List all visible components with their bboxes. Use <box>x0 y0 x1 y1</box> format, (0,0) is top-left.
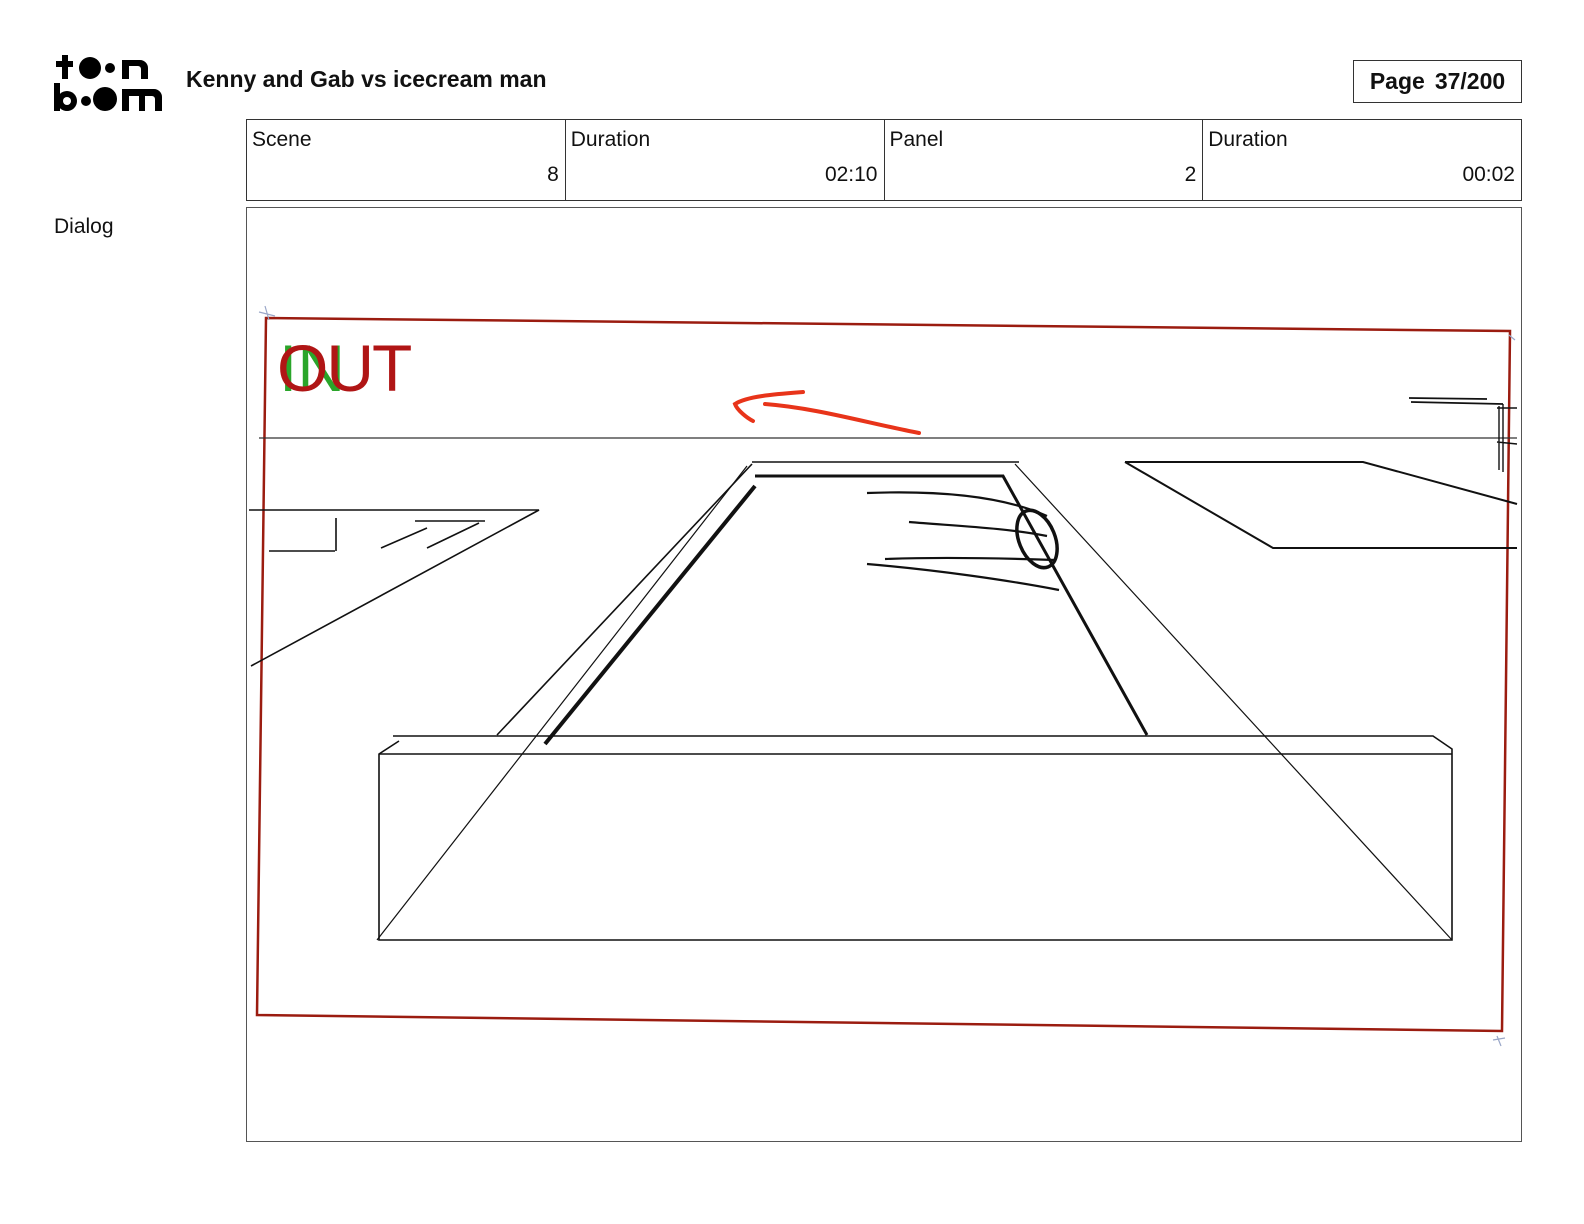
panel-duration-label: Duration <box>1208 128 1288 151</box>
panel-value: 2 <box>1184 163 1197 186</box>
scene-value: 8 <box>547 163 559 186</box>
panel-cell: Panel 2 <box>885 120 1204 200</box>
dialog-label: Dialog <box>54 215 114 238</box>
page-indicator: Page 37/200 <box>1353 60 1522 103</box>
page-label: Page <box>1369 68 1425 94</box>
panel-label: Panel <box>889 128 944 151</box>
storyboard-panel-image: IN OUT <box>246 207 1522 1142</box>
camera-frame <box>255 316 1512 1033</box>
scene-label: Scene <box>252 128 312 151</box>
scene-cell: Scene 8 <box>247 120 566 200</box>
direction-arrow <box>732 390 921 435</box>
page-number: 37/200 <box>1434 68 1506 94</box>
out-marker: OUT <box>277 331 412 405</box>
scene-duration-cell: Duration 02:10 <box>566 120 885 200</box>
scene-duration-value: 02:10 <box>824 163 878 186</box>
in-marker: IN <box>279 331 345 405</box>
scene-duration-label: Duration <box>570 128 651 151</box>
panel-duration-value: 00:02 <box>1462 163 1515 186</box>
panel-info-table: Scene 8 Duration 02:10 Panel 2 Duration … <box>246 119 1522 201</box>
logo-graphic <box>54 55 162 111</box>
panel-sketch <box>249 305 1518 1047</box>
project-title: Kenny and Gab vs icecream man <box>186 66 547 92</box>
toon-boom-logo <box>52 52 164 114</box>
panel-duration-cell: Duration 00:02 <box>1203 120 1521 200</box>
